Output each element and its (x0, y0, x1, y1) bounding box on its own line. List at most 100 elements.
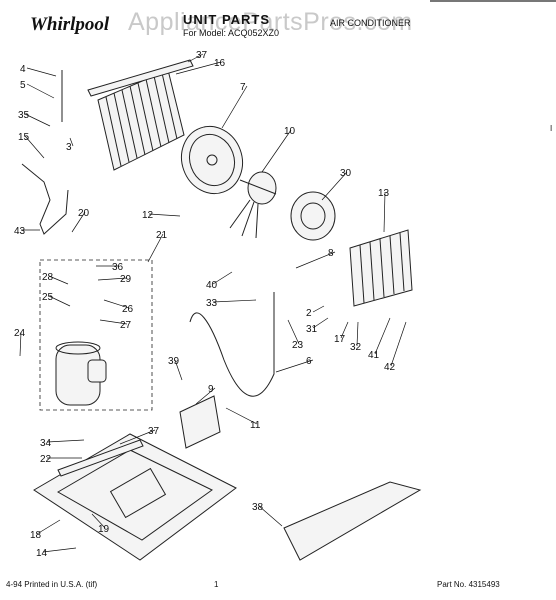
callout-leader-5 (26, 83, 55, 99)
callout-label-32: 32 (350, 342, 362, 353)
callout-leader-37 (119, 429, 156, 445)
callout-label-8: 8 (328, 248, 334, 259)
callout-label-38: 38 (252, 502, 264, 513)
callout-leader-25 (48, 295, 71, 307)
callout-label-3: 3 (66, 142, 72, 153)
callout-leader-27 (99, 319, 128, 325)
callout-leader-4 (26, 67, 57, 77)
top-strip (87, 59, 194, 97)
capillary-tube (189, 292, 275, 397)
callout-leader-9 (195, 387, 216, 405)
callout-label-34: 34 (40, 438, 52, 449)
callout-leader-26 (103, 299, 130, 309)
callout-leader-12 (148, 213, 181, 217)
callout-label-17: 17 (334, 334, 346, 345)
callout-label-16: 16 (214, 58, 226, 69)
callout-leader-21 (147, 233, 164, 263)
callout-leader-7 (221, 85, 248, 129)
compressor-group-box (39, 259, 153, 411)
callout-leader-24 (19, 331, 22, 357)
callout-leader-29 (97, 277, 128, 281)
model-line: For Model: ACQ052XZ0 (183, 28, 280, 38)
callout-leader-11 (225, 407, 258, 425)
callout-leader-6 (275, 359, 314, 373)
condenser-fan-blade (181, 125, 243, 195)
callout-label-40: 40 (206, 280, 218, 291)
callout-label-43: 43 (14, 226, 26, 237)
callout-leader-40 (212, 271, 233, 285)
callout-label-39: 39 (168, 356, 180, 367)
callout-label-28: 28 (42, 272, 54, 283)
callout-label-13: 13 (378, 188, 390, 199)
callout-leader-13 (383, 191, 386, 233)
callout-label-29: 29 (120, 274, 132, 285)
brand-logo: Whirlpool (30, 14, 110, 35)
fan-motor (229, 171, 277, 239)
callout-label-37: 37 (196, 50, 208, 61)
callout-label-36: 36 (112, 262, 124, 273)
callout-leader-34 (46, 439, 85, 443)
callout-leader-33 (212, 299, 257, 303)
category-label: AIR CONDITIONER (330, 18, 411, 28)
callout-label-4: 4 (20, 64, 26, 75)
callout-label-15: 15 (18, 132, 30, 143)
callout-label-25: 25 (42, 292, 54, 303)
callout-leader-2 (312, 305, 325, 313)
callout-label-42: 42 (384, 362, 396, 373)
callout-label-6: 6 (306, 356, 312, 367)
compressor (55, 341, 107, 406)
callout-label-33: 33 (206, 298, 218, 309)
drain-pan (283, 481, 422, 561)
footer-print-info: 4-94 Printed in U.S.A. (tif) (6, 580, 98, 589)
footer-page-number: 1 (214, 580, 219, 589)
callout-leader-14 (42, 547, 77, 553)
callout-label-7: 7 (240, 82, 246, 93)
callout-leader-23 (287, 319, 300, 345)
callout-label-2: 2 (306, 308, 312, 319)
callout-label-5: 5 (20, 80, 26, 91)
callout-label-21: 21 (156, 230, 168, 241)
base-pan (33, 433, 237, 561)
callout-label-18: 18 (30, 530, 42, 541)
callout-label-30: 30 (340, 168, 352, 179)
footer-part-number: Part No. 4315493 (437, 580, 500, 589)
callout-label-37: 37 (148, 426, 160, 437)
callout-leader-37 (187, 53, 204, 63)
callout-label-10: 10 (284, 126, 296, 137)
callout-leader-15 (24, 135, 45, 159)
callout-leader-19 (91, 513, 106, 529)
evaporator-coil (349, 229, 413, 307)
callout-leader-38 (258, 505, 283, 527)
callout-leader-10 (261, 129, 292, 173)
callout-leader-35 (24, 113, 51, 127)
callout-label-11: 11 (250, 420, 261, 431)
callout-label-20: 20 (78, 208, 90, 219)
discharge-tube (21, 163, 69, 235)
page-title: UNIT PARTS (183, 12, 271, 27)
callout-label-26: 26 (122, 304, 134, 315)
callout-leader-8 (295, 251, 336, 269)
callout-label-35: 35 (18, 110, 30, 121)
callout-leader-16 (175, 61, 222, 75)
callout-leader-18 (36, 519, 61, 535)
callout-label-22: 22 (40, 454, 52, 465)
callout-label-27: 27 (120, 320, 132, 331)
lower-strip (57, 439, 144, 477)
callout-label-31: 31 (306, 324, 318, 335)
callout-leader-17 (340, 321, 349, 339)
callout-label-24: 24 (14, 328, 26, 339)
callout-leader-39 (174, 359, 183, 381)
top-rule (430, 0, 556, 2)
callout-leader-3 (69, 137, 74, 147)
callout-label-41: 41 (368, 350, 380, 361)
callout-leader-42 (390, 321, 407, 367)
callout-leader-20 (71, 211, 86, 233)
callout-label-19: 19 (98, 524, 110, 535)
callout-label-9: 9 (208, 384, 214, 395)
callout-leader-41 (374, 317, 391, 355)
watermark: AppliancePartsPros.com (128, 8, 413, 36)
callout-leader-32 (356, 321, 359, 347)
bracket (179, 395, 221, 449)
callout-label-12: 12 (142, 210, 154, 221)
